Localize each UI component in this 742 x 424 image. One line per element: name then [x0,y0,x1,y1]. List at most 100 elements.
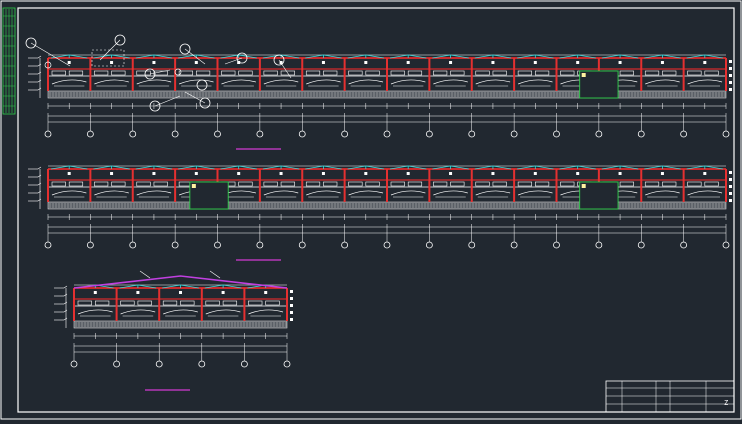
level-mark-tick [37,71,42,75]
window-upper [265,300,280,306]
window-lower-arc [94,79,129,85]
callout-leader [278,59,292,79]
window-lower-arc [94,190,129,196]
window-upper [517,70,532,76]
ornament-mark [279,172,283,175]
window-lower-arc [306,190,341,196]
axis-bubble [722,130,730,138]
truss-chord [178,165,197,170]
ornament-mark [264,291,268,294]
window-lower-arc [136,190,172,196]
window-upper [365,70,380,76]
truss-chord [662,165,681,170]
detail-box [91,49,125,67]
column [47,58,49,91]
truss-chord [389,165,409,170]
ornament-mark [491,172,495,175]
detail-mark [174,68,182,76]
window-upper [120,300,135,306]
column [470,58,473,91]
axis-bubble [425,241,433,249]
truss-chord [577,54,596,59]
column [682,169,685,202]
window-lower-arc [248,309,284,315]
axis-bubble [256,130,264,138]
window-lower-arc [221,79,256,85]
column [513,58,516,91]
column [89,169,92,202]
window-upper [407,70,423,76]
column [158,288,161,321]
door-lamp [191,184,196,188]
column [174,58,177,91]
axis-bubble [283,360,291,368]
truss-chord [153,165,173,170]
truss-chord [577,165,596,170]
truss-chord [662,54,681,59]
level-mark-tick [37,79,42,83]
window-upper [433,181,448,187]
window-lower-arc [77,309,113,315]
window-upper [619,70,634,76]
window-upper [492,70,507,76]
level-mark-tick [37,174,42,178]
window-upper [221,70,236,76]
column [428,58,431,91]
door-lamp [581,73,586,77]
ornament-mark [618,172,622,175]
truss-chord [162,284,181,289]
callout-leader [184,48,206,65]
window-upper [263,181,278,187]
truss-chord [50,54,70,59]
window-upper [323,70,338,76]
elevation-view-2 [28,165,732,249]
elevation-view-1 [28,54,732,138]
window-upper [662,70,677,76]
ornament-mark [533,61,537,64]
window-lower-arc [178,79,214,85]
column [725,169,727,202]
truss-chord [432,54,451,59]
truss-chord [450,165,469,170]
window-upper [305,70,321,76]
edge-mark [290,311,293,314]
column [386,58,388,91]
axis-bubble [129,241,137,249]
window-upper [475,70,490,76]
truss-chord [69,165,88,170]
axis-bubble [86,241,94,249]
level-mark-tick [37,166,42,170]
axis-bubble [637,130,645,138]
column [174,169,177,202]
level-mark-tick [37,198,42,202]
window-upper [95,300,110,306]
ornament-mark [67,172,71,175]
window-upper [492,181,507,187]
truss-chord [535,54,554,59]
window-lower-arc [433,190,468,196]
view-caption-lines [145,148,281,391]
window-lower-arc [390,190,426,196]
callout-bubble [179,43,191,55]
truss-chord [432,165,451,170]
level-mark-tick [37,182,42,186]
column [386,169,388,202]
axis-bubble [298,130,306,138]
axis-bubble [214,241,221,249]
window-upper [390,181,405,187]
ornament-mark [321,61,325,64]
truss-chord [111,54,130,59]
truss-chord [135,54,155,59]
truss-chord [93,165,112,170]
window-upper [433,70,448,76]
window-lower-arc [163,309,198,315]
truss-chord [408,165,427,170]
ornament-mark [703,61,707,64]
truss-chord [686,54,705,59]
axis-bubble [722,241,730,249]
truss-chord [347,165,366,170]
level-mark-tick [37,55,42,59]
window-upper [348,70,363,76]
window-upper [162,300,178,306]
truss-chord [619,54,639,59]
